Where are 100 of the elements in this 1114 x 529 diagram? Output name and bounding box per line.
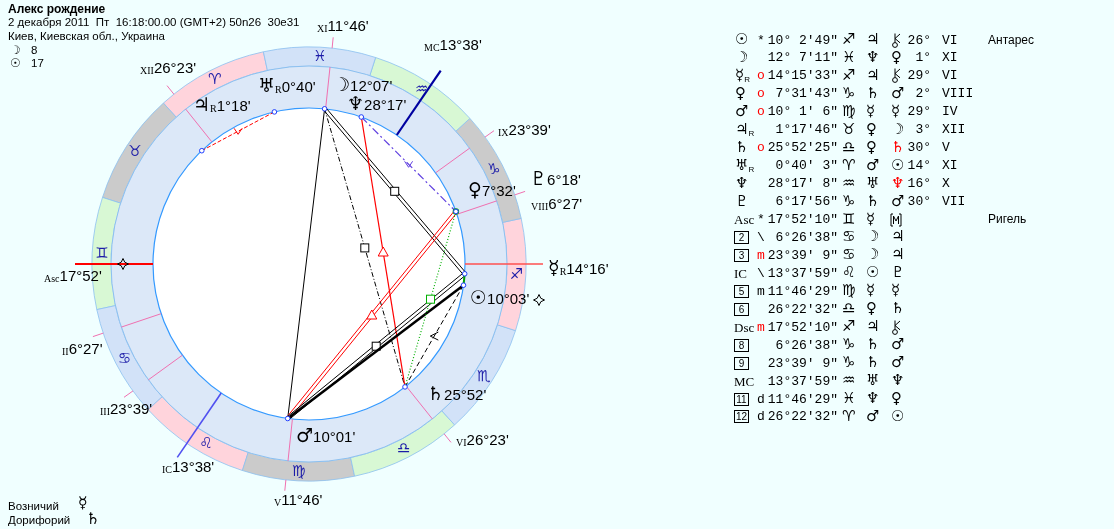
zodiac-glyph: ♐	[842, 67, 856, 83]
degree-value: 14°	[906, 159, 931, 173]
ruler-glyph: ☿	[866, 103, 876, 119]
moon-glyph: ☽	[10, 44, 21, 56]
house-number: 12	[734, 410, 750, 424]
ruler-glyph: ♄	[891, 301, 905, 317]
degree-value: 23°39' 9"	[766, 356, 838, 370]
house-numeral: XI	[942, 51, 958, 65]
planet-glyph: ♄	[86, 511, 101, 527]
star-name: Антарес	[988, 33, 1034, 46]
degree-value: 26°22'32"	[766, 302, 838, 316]
date-line: 2 декабря 2011 Пт 16:18:00.00 (GMT+2) 50n26 30e31	[8, 17, 300, 29]
degree-value: 1°17'46"	[774, 123, 838, 137]
planet-glyph: ♇	[735, 193, 749, 209]
ruler-glyph: ☽	[866, 229, 880, 245]
planet-glyph: ☿	[78, 495, 88, 511]
zodiac-glyph: ♋	[117, 351, 132, 367]
ruler-glyph: ♆	[891, 373, 905, 389]
position-marker: o	[757, 69, 765, 83]
zodiac-glyph: ♈	[207, 71, 222, 87]
planet-label: ♅$_{R}$0°40'	[258, 76, 316, 95]
angle-abbreviation: IC	[734, 266, 747, 280]
planet-glyph: ♃$_{R}$	[735, 121, 755, 137]
angle-abbreviation: MC	[734, 374, 755, 388]
position-marker: \	[757, 230, 765, 244]
cusp-label: $_{II}$6°27'	[62, 341, 103, 356]
cusp-label: $_{VIII}$6°27'	[531, 196, 583, 211]
zodiac-glyph: ♌	[199, 436, 213, 452]
ruler-glyph: ♂	[891, 85, 905, 101]
cusp-label: $_{IC}$13°38'	[162, 459, 215, 474]
ruler-glyph: ♆	[866, 49, 880, 65]
degree-value: 3°	[914, 123, 931, 137]
ruler-glyph: ♇	[891, 265, 905, 281]
degree-value: 1°	[914, 51, 931, 65]
zodiac-glyph: ♑	[842, 337, 856, 353]
zodiac-glyph: ♎	[842, 139, 856, 155]
cusp-label: $_{IX}$23°39'	[498, 122, 551, 137]
planet-glyph: ☿$_{R}$	[735, 67, 750, 83]
ruler-glyph: ☿	[891, 103, 901, 119]
zodiac-glyph: ♓	[312, 49, 327, 65]
ruler-glyph: ☽	[891, 121, 905, 137]
zodiac-glyph: ♓	[842, 49, 856, 65]
ruler-glyph: ♄	[866, 193, 880, 209]
zodiac-glyph: ♒	[842, 175, 856, 191]
degree-value: 13°37'59"	[766, 374, 838, 388]
cusp-label: $_{MC}$13°38'	[424, 37, 482, 52]
house-numeral: VII	[942, 195, 966, 209]
zodiac-glyph: ♒	[415, 82, 429, 98]
ruler-glyph: ♃	[866, 319, 880, 335]
degree-value: 13°37'59"	[766, 266, 838, 280]
zodiac-glyph: ♊	[842, 211, 856, 227]
zodiac-glyph: ♋	[842, 247, 856, 263]
degree-value: 30°	[906, 141, 931, 155]
place-line: Киев, Киевская обл., Украина	[8, 31, 165, 43]
ruler-glyph: ♃	[866, 32, 880, 47]
position-marker: m	[757, 320, 765, 334]
degree-value: 30°	[906, 195, 931, 209]
ruler-glyph: ♆	[891, 175, 905, 191]
position-marker: o	[757, 141, 765, 155]
house-numeral: IV	[942, 105, 958, 119]
ruler-glyph: ♂	[891, 193, 905, 209]
cusp-label: $_{V}$11°46'	[274, 492, 323, 507]
degree-value: 26°22'32"	[766, 410, 838, 424]
zodiac-glyph: ♈	[842, 408, 856, 424]
house-number: 9	[734, 356, 749, 370]
ruler-glyph: ♂	[866, 408, 880, 424]
zodiac-glyph: ♌	[842, 265, 856, 281]
position-marker: m	[757, 284, 765, 298]
zodiac-glyph: ♎	[397, 441, 411, 457]
house-numeral: VI	[942, 69, 958, 83]
zodiac-glyph: ♊	[95, 246, 109, 262]
ruler-glyph: ♃	[891, 247, 905, 263]
planet-glyph: ♆	[735, 175, 749, 191]
position-marker: o	[757, 87, 765, 101]
ruler-glyph: ♂	[891, 355, 905, 371]
planet-label: ♃$_{R}$1°18'	[193, 95, 251, 114]
ruler-glyph: ♀	[891, 49, 902, 65]
house-numeral: XII	[942, 123, 966, 137]
zodiac-glyph: ♓	[842, 391, 856, 406]
star-name: Дорифорий	[8, 515, 71, 527]
house-number: 6	[734, 302, 749, 316]
ruler-glyph: ♂	[866, 157, 880, 173]
cusp-label: $_{XII}$26°23'	[140, 60, 197, 75]
angle-abbreviation: Asc	[734, 213, 755, 226]
ruler-glyph: ♅	[866, 175, 880, 191]
planet-label: ☿$_{R}$14°16'	[548, 258, 609, 277]
degree-value: 6°26'38"	[774, 230, 838, 244]
degree-value: 16°	[906, 177, 931, 191]
position-marker: o	[757, 105, 765, 119]
house-numeral: V	[942, 141, 950, 155]
zodiac-glyph: ♑	[487, 161, 501, 177]
degree-value: 28°17' 8"	[766, 177, 838, 191]
degree-value: 2°	[914, 87, 931, 101]
ruler-glyph: ☉	[891, 157, 905, 173]
ruler-glyph: ☿	[891, 283, 901, 299]
cusp-label: $_{III}$23°39'	[100, 401, 153, 416]
ruler-glyph: ♄	[866, 337, 880, 353]
house-number: 3	[734, 248, 749, 262]
position-marker: m	[757, 248, 765, 262]
planet-glyph: ♅$_{R}$	[735, 157, 755, 173]
